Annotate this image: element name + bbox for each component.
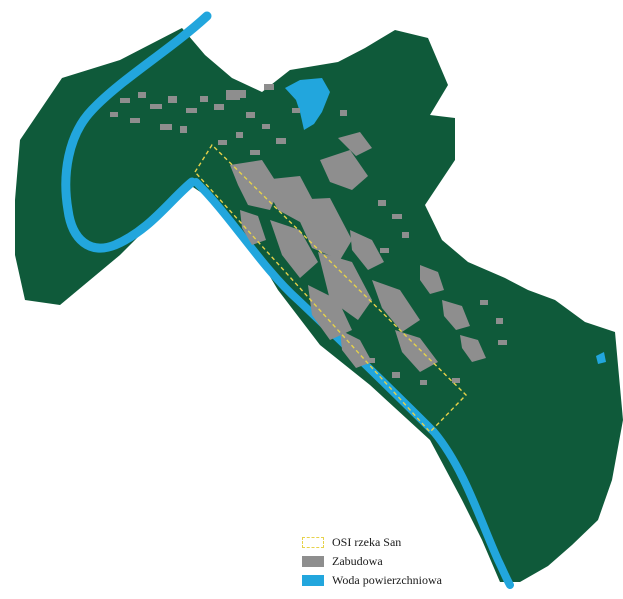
osi-boundary — [194, 143, 467, 434]
legend-label-osi: OSI rzeka San — [332, 535, 402, 549]
pond-small — [596, 352, 606, 364]
legend-item-water: Woda powierzchniowa — [302, 571, 442, 590]
river-san-south — [192, 178, 514, 589]
legend-label-buildings: Zabudowa — [332, 554, 383, 568]
osi-swatch — [302, 537, 324, 548]
pond — [285, 78, 330, 130]
legend-label-water: Woda powierzchniowa — [332, 573, 442, 587]
water-swatch — [302, 575, 324, 586]
buildings-swatch — [302, 556, 324, 567]
river-san-north — [61, 11, 212, 253]
legend-item-buildings: Zabudowa — [302, 552, 442, 571]
legend: OSI rzeka San Zabudowa Woda powierzchnio… — [302, 533, 442, 590]
buildings-layer — [110, 84, 507, 385]
legend-item-osi: OSI rzeka San — [302, 533, 442, 552]
